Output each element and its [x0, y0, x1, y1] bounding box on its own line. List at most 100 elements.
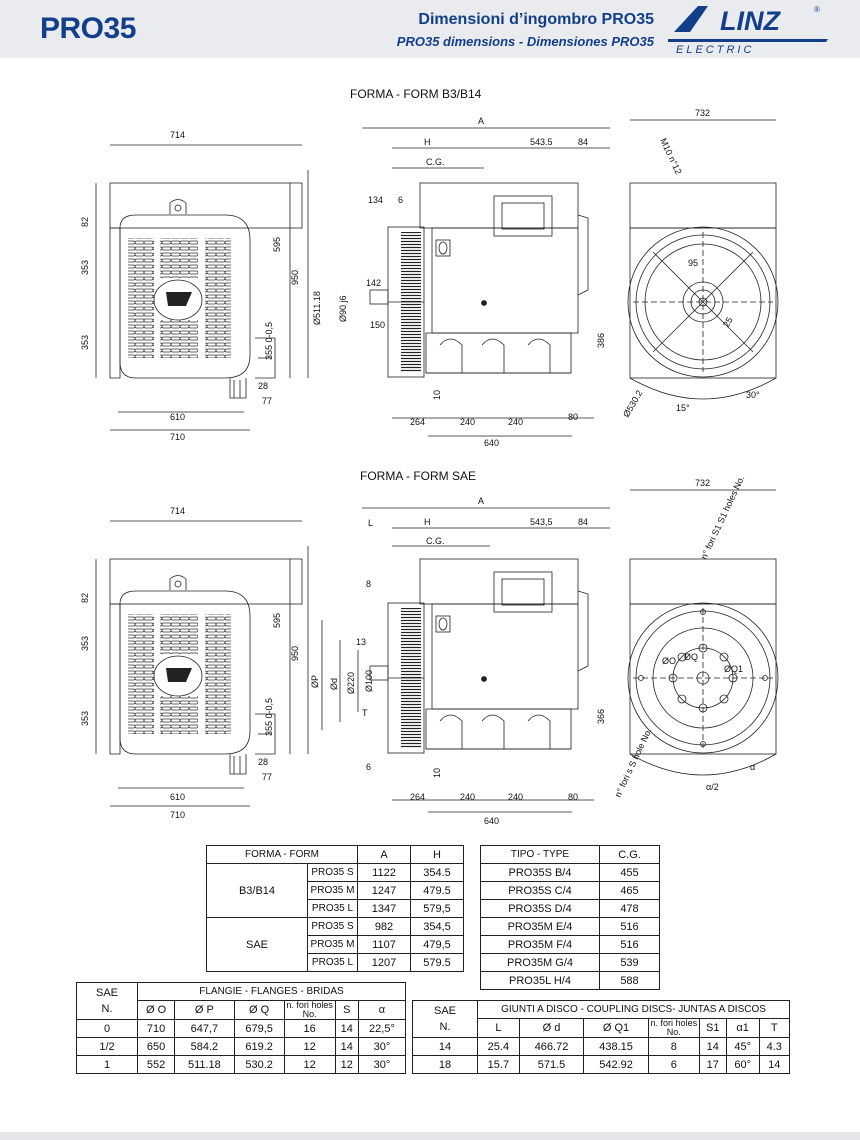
svg-text:710: 710 [170, 810, 185, 820]
svg-text:640: 640 [484, 816, 499, 826]
sae-side-view-dims: A L H 543,5 84 C.G. 8 13 ØP Ød Ø220 Ø100… [310, 496, 610, 826]
svg-text:77: 77 [262, 396, 272, 406]
svg-text:84: 84 [578, 517, 588, 527]
svg-text:25: 25 [721, 315, 735, 329]
svg-text:240: 240 [508, 792, 523, 802]
svg-text:77: 77 [262, 772, 272, 782]
svg-text:150: 150 [370, 320, 385, 330]
svg-text:6: 6 [398, 195, 403, 205]
svg-text:Ød: Ød [329, 678, 339, 690]
header-bar: PRO35 Dimensioni d’ingombro PRO35 PRO35 … [0, 0, 860, 58]
svg-text:80: 80 [568, 412, 578, 422]
svg-text:®: ® [814, 5, 820, 14]
svg-text:82: 82 [80, 217, 90, 227]
svg-text:Ø90 j6: Ø90 j6 [338, 295, 348, 322]
svg-text:714: 714 [170, 506, 185, 516]
svg-text:543,5: 543,5 [530, 517, 553, 527]
svg-text:13: 13 [356, 637, 366, 647]
svg-text:C.G.: C.G. [426, 157, 445, 167]
svg-text:L: L [368, 518, 373, 528]
svg-text:H: H [424, 517, 431, 527]
technical-drawings: FORMA - FORM B3/B14 714 82 353 353 595 9… [80, 87, 779, 826]
svg-text:ØQ: ØQ [684, 652, 698, 662]
svg-text:543.5: 543.5 [530, 137, 553, 147]
model-title: PRO35 [40, 12, 136, 45]
sae-front-view [627, 558, 779, 776]
svg-text:A: A [478, 496, 484, 506]
svg-text:C.G.: C.G. [426, 536, 445, 546]
svg-text:84: 84 [578, 137, 588, 147]
svg-text:82: 82 [80, 593, 90, 603]
svg-text:80: 80 [568, 792, 578, 802]
sae-side-view-dimlines [321, 620, 359, 730]
svg-text:15°: 15° [676, 403, 690, 413]
svg-text:T: T [362, 708, 368, 718]
svg-text:366: 366 [596, 709, 606, 724]
sae-end-view-dims: 714 82 353 353 595 950 355 0-0,5 28 77 6… [80, 506, 302, 820]
svg-text:ØP: ØP [310, 675, 320, 688]
sae-front-view-dims: 732 n° fori S1 S1 holes No. n° fori s S … [596, 474, 776, 799]
form-dimensions-table: FORMA - FORM A H B3/B14 PRO35 S 1122 354… [206, 845, 464, 972]
svg-text:386: 386 [596, 333, 606, 348]
b3-side-view [369, 182, 589, 378]
svg-text:142: 142 [366, 278, 381, 288]
logo-subtext: ELECTRIC [676, 44, 754, 56]
svg-text:240: 240 [460, 792, 475, 802]
linz-electric-logo: LINZ ® ELECTRIC [668, 5, 828, 56]
svg-text:264: 264 [410, 792, 425, 802]
svg-text:10: 10 [432, 390, 442, 400]
svg-text:8: 8 [366, 579, 371, 589]
svg-text:710: 710 [170, 432, 185, 442]
b3-front-view [627, 182, 779, 400]
b3-end-view [109, 182, 303, 399]
svg-text:353: 353 [80, 711, 90, 726]
sae-form-title: FORMA - FORM SAE [360, 469, 476, 483]
svg-text:264: 264 [410, 417, 425, 427]
svg-text:240: 240 [508, 417, 523, 427]
svg-text:H: H [424, 137, 431, 147]
svg-text:353: 353 [80, 636, 90, 651]
b3-front-view-dims: 732 M10 n°12 95 25 386 Ø530.2 15° 30° [596, 108, 776, 419]
b3-end-view-dimlines [95, 170, 309, 378]
svg-text:950: 950 [290, 270, 300, 285]
b3-form-title: FORMA - FORM B3/B14 [350, 87, 482, 101]
svg-text:Ø530.2: Ø530.2 [621, 388, 644, 419]
svg-text:714: 714 [170, 130, 185, 140]
svg-text:353: 353 [80, 260, 90, 275]
svg-text:30°: 30° [746, 390, 760, 400]
svg-text:ØO: ØO [662, 656, 676, 666]
svg-text:α/2: α/2 [706, 782, 719, 792]
svg-text:Ø511.18: Ø511.18 [312, 291, 322, 325]
b3-end-view-dims: 714 82 353 353 595 950 355 0-0,5 28 77 6… [80, 130, 302, 442]
sae-end-view [109, 558, 303, 775]
svg-text:595: 595 [272, 613, 282, 628]
svg-text:640: 640 [484, 438, 499, 448]
svg-text:732: 732 [695, 108, 710, 118]
svg-text:610: 610 [170, 412, 185, 422]
svg-text:732: 732 [695, 478, 710, 488]
svg-text:10: 10 [432, 768, 442, 778]
svg-text:353: 353 [80, 335, 90, 350]
logo-word: LINZ [720, 6, 781, 36]
svg-text:610: 610 [170, 792, 185, 802]
sae-end-view-dimlines [95, 546, 309, 754]
svg-text:A: A [478, 116, 484, 126]
svg-text:595: 595 [272, 237, 282, 252]
svg-text:28: 28 [258, 381, 268, 391]
dimensions-title-it: Dimensioni d’ingombro PRO35 [418, 11, 654, 28]
svg-text:95: 95 [688, 258, 698, 268]
flanges-table: SAE N. FLANGIE - FLANGES - BRIDAS Ø O Ø … [76, 982, 407, 1074]
b3-side-view-dims: A H 543.5 84 C.G. 134 6 142 150 Ø511.18 … [312, 116, 610, 448]
footer-bar [0, 1132, 860, 1140]
svg-text:Ø100: Ø100 [364, 670, 374, 692]
coupling-discs-table: SAE N. GIUNTI A DISCO - COUPLING DISCS- … [412, 1000, 791, 1074]
svg-text:134: 134 [368, 195, 383, 205]
svg-text:Ø220: Ø220 [346, 672, 356, 694]
dimensions-title-en: PRO35 dimensions - Dimensiones PRO35 [396, 34, 654, 49]
svg-text:240: 240 [460, 417, 475, 427]
svg-text:ØQ1: ØQ1 [724, 664, 743, 674]
svg-text:950: 950 [290, 646, 300, 661]
svg-text:6: 6 [366, 762, 371, 772]
svg-text:M10 n°12: M10 n°12 [658, 137, 683, 176]
